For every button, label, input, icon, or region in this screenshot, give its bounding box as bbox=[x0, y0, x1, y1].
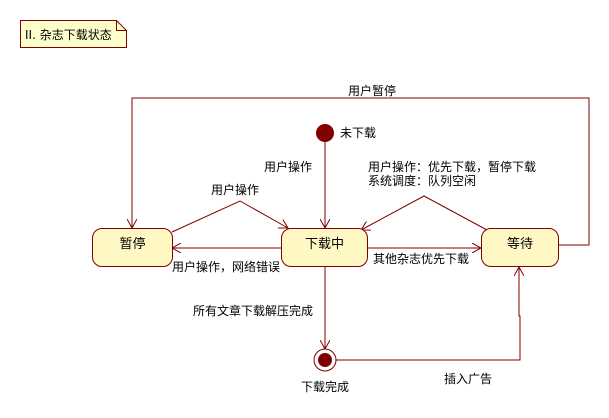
initial-state-dot bbox=[316, 124, 334, 142]
label-final-to-waiting: 插入广告 bbox=[444, 372, 493, 386]
state-downloading[interactable]: 下载中 bbox=[281, 228, 368, 267]
state-waiting[interactable]: 等待 bbox=[481, 228, 559, 267]
label-downloading-to-paused: 用户操作，网络错误 bbox=[172, 260, 281, 274]
note-shape bbox=[20, 20, 127, 48]
diagram-note: II. 杂志下载状态 bbox=[20, 20, 126, 48]
label-downloading-to-final: 所有文章下载解压完成 bbox=[193, 304, 314, 318]
label-paused-to-downloading: 用户操作 bbox=[211, 183, 260, 197]
final-state-dot bbox=[318, 353, 332, 367]
label-waiting-to-downloading-1: 用户操作：优先下载，暂停下载 bbox=[368, 160, 537, 174]
label-waiting-to-downloading-2: 系统调度：队列空闲 bbox=[368, 174, 477, 188]
label-waiting-to-paused: 用户暂停 bbox=[348, 84, 397, 98]
state-downloading-label: 下载中 bbox=[304, 237, 344, 252]
label-downloading-to-waiting: 其他杂志优先下载 bbox=[373, 252, 470, 266]
state-paused-label: 暂停 bbox=[119, 237, 146, 252]
transition-waiting-to-paused bbox=[132, 97, 590, 246]
transition-final-to-waiting bbox=[336, 267, 520, 361]
transition-waiting-to-downloading bbox=[361, 195, 488, 230]
label-initial-to-downloading: 用户操作 bbox=[264, 160, 313, 174]
transition-paused-to-downloading bbox=[171, 200, 288, 233]
final-state-label: 下载完成 bbox=[301, 380, 350, 394]
note-title: II. 杂志下载状态 bbox=[25, 28, 112, 42]
state-paused[interactable]: 暂停 bbox=[92, 228, 173, 267]
initial-state-label: 未下载 bbox=[340, 126, 377, 140]
state-waiting-label: 等待 bbox=[506, 237, 533, 252]
note-fold bbox=[116, 20, 127, 31]
